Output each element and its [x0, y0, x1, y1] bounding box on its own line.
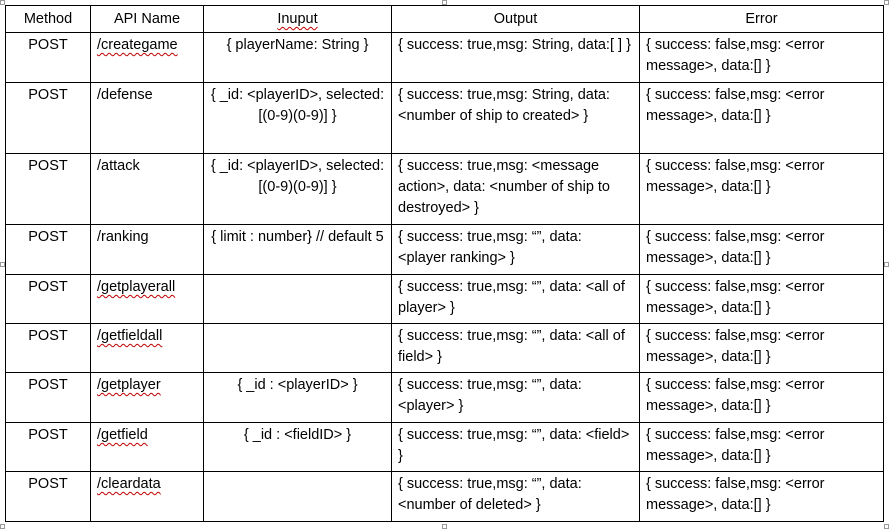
cell-error: { success: false,msg: <error message>, d…: [639, 422, 884, 472]
cell-input: [203, 274, 392, 324]
cell-output: { success: true,msg: String, data: <numb…: [391, 82, 640, 154]
cell-method: POST: [5, 82, 91, 154]
header-error: Error: [639, 5, 884, 33]
table-row: POST /attack { _id: <playerID>, selected…: [5, 153, 884, 225]
cell-input: { limit : number} // default 5: [203, 224, 392, 275]
table-row: POST /defense { _id: <playerID>, selecte…: [5, 82, 884, 154]
table-row: POST /getfieldall { success: true,msg: “…: [5, 323, 884, 373]
cell-input: [203, 471, 392, 522]
cell-input: [203, 323, 392, 373]
resize-handle-bottom-left[interactable]: [0, 524, 5, 529]
cell-output: { success: true,msg: “”, data: <player> …: [391, 372, 640, 423]
api-name-text: /cleardata: [97, 476, 161, 492]
cell-api-name: /attack: [90, 153, 204, 225]
cell-output: { success: true,msg: “”, data: <player r…: [391, 224, 640, 275]
cell-api-name: /getplayerall: [90, 274, 204, 324]
resize-handle-top-middle[interactable]: [442, 0, 447, 5]
cell-method: POST: [5, 274, 91, 324]
table-row: POST /getplayerall { success: true,msg: …: [5, 274, 884, 324]
api-name-text: /getplayerall: [97, 279, 176, 295]
cell-error: { success: false,msg: <error message>, d…: [639, 274, 884, 324]
table-row: POST /getplayer { _id : <playerID> } { s…: [5, 372, 884, 423]
header-input: Inuput: [203, 5, 392, 33]
cell-output: { success: true,msg: “”, data: <field> }: [391, 422, 640, 472]
cell-output: { success: true,msg: “”, data: <number o…: [391, 471, 640, 522]
table-header-row: Method API Name Inuput Output Error: [5, 5, 884, 33]
cell-method: POST: [5, 323, 91, 373]
cell-input: { _id: <playerID>, selected: [(0-9)(0-9)…: [203, 82, 392, 154]
cell-method: POST: [5, 32, 91, 83]
cell-method: POST: [5, 471, 91, 522]
table-row: POST /ranking { limit : number} // defau…: [5, 224, 884, 275]
cell-error: { success: false,msg: <error message>, d…: [639, 372, 884, 423]
resize-handle-bottom-right[interactable]: [884, 524, 889, 529]
api-table-container: Method API Name Inuput Output Error POST…: [5, 5, 884, 522]
cell-input: { _id : <playerID> }: [203, 372, 392, 423]
api-name-text: /getfield: [97, 427, 148, 443]
table-row: POST /cleardata { success: true,msg: “”,…: [5, 471, 884, 522]
cell-error: { success: false,msg: <error message>, d…: [639, 82, 884, 154]
cell-method: POST: [5, 153, 91, 225]
table-row: POST /creategame { playerName: String } …: [5, 32, 884, 83]
header-method: Method: [5, 5, 91, 33]
cell-output: { success: true,msg: “”, data: <all of p…: [391, 274, 640, 324]
api-name-text: /getfieldall: [97, 328, 163, 344]
cell-api-name: /getplayer: [90, 372, 204, 423]
cell-method: POST: [5, 422, 91, 472]
resize-handle-top-right[interactable]: [884, 0, 889, 5]
api-table: Method API Name Inuput Output Error POST…: [5, 5, 884, 522]
header-output: Output: [391, 5, 640, 33]
cell-api-name: /getfield: [90, 422, 204, 472]
cell-method: POST: [5, 372, 91, 423]
cell-api-name: /creategame: [90, 32, 204, 83]
cell-api-name: /defense: [90, 82, 204, 154]
cell-output: { success: true,msg: <message action>, d…: [391, 153, 640, 225]
cell-error: { success: false,msg: <error message>, d…: [639, 153, 884, 225]
cell-error: { success: false,msg: <error message>, d…: [639, 323, 884, 373]
cell-api-name: /cleardata: [90, 471, 204, 522]
cell-error: { success: false,msg: <error message>, d…: [639, 32, 884, 83]
cell-input: { playerName: String }: [203, 32, 392, 83]
cell-output: { success: true,msg: “”, data: <all of f…: [391, 323, 640, 373]
resize-handle-top-left[interactable]: [0, 0, 5, 5]
table-row: POST /getfield { _id : <fieldID> } { suc…: [5, 422, 884, 472]
resize-handle-middle-left[interactable]: [0, 262, 5, 267]
cell-input: { _id : <fieldID> }: [203, 422, 392, 472]
cell-api-name: /getfieldall: [90, 323, 204, 373]
cell-output: { success: true,msg: String, data:[ ] }: [391, 32, 640, 83]
cell-error: { success: false,msg: <error message>, d…: [639, 224, 884, 275]
api-name-text: /getplayer: [97, 377, 161, 393]
cell-method: POST: [5, 224, 91, 275]
api-name-text: /creategame: [97, 37, 178, 53]
cell-input: { _id: <playerID>, selected: [(0-9)(0-9)…: [203, 153, 392, 225]
resize-handle-bottom-middle[interactable]: [442, 524, 447, 529]
resize-handle-middle-right[interactable]: [884, 262, 889, 267]
cell-error: { success: false,msg: <error message>, d…: [639, 471, 884, 522]
cell-api-name: /ranking: [90, 224, 204, 275]
header-api-name: API Name: [90, 5, 204, 33]
